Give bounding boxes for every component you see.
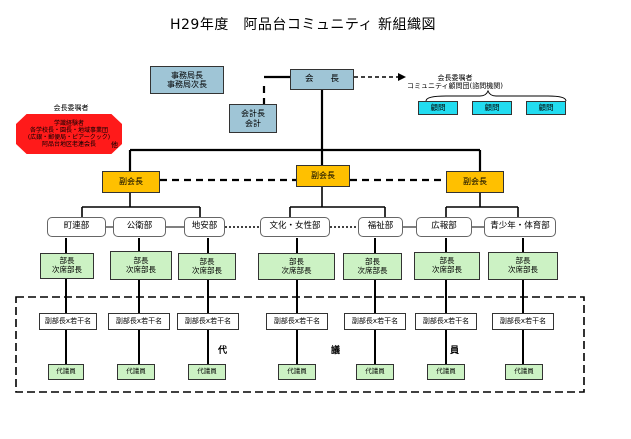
page-title: H29年度 阿品台コミュニティ 新組織図 <box>170 17 436 33</box>
delegate-box-7: 代議員 <box>505 364 543 380</box>
advisor-box-3: 顧問 <box>526 101 566 115</box>
delegate-box-5: 代議員 <box>356 364 394 380</box>
dept-head-label: 部長 <box>133 255 149 265</box>
delegate-box-1: 代議員 <box>48 364 84 380</box>
vice-dept-label: 副部長x若干名 <box>184 317 232 326</box>
delegate-box-2: 代議員 <box>117 364 155 380</box>
dept-head-box-2: 部長次席部長 <box>110 251 172 280</box>
dept-head-box-4: 部長次席部長 <box>258 253 335 280</box>
vice-dept-box-3: 副部長x若干名 <box>177 313 239 330</box>
dept-head-label: 部長 <box>289 256 304 266</box>
appointees-header: 会長委嘱者 <box>53 104 89 112</box>
dept-label: 公衛部 <box>126 221 153 232</box>
dept-label: 地安部 <box>191 221 218 232</box>
delegate-label: 代議員 <box>365 367 385 376</box>
vice-president-box-2: 副会長 <box>296 165 350 187</box>
delegate-box-6: 代議員 <box>427 364 465 380</box>
advisor-label: 顧問 <box>538 102 554 112</box>
advisory-header-line1: 会長委嘱者 <box>437 74 473 82</box>
delegate-box-4: 代議員 <box>278 364 316 380</box>
dept-vice-head-label: 次席部長 <box>192 265 222 275</box>
delegate-label: 代議員 <box>197 367 217 376</box>
dept-vice-head-label: 次席部長 <box>432 265 462 274</box>
advisory-header: 会長委嘱者 コミュニティ顧問団(諮問機関) <box>405 74 505 91</box>
advisor-box-2: 顧問 <box>472 101 512 115</box>
dept-choren: 町連部 <box>47 217 106 237</box>
appointees-line4: 阿品台地区老連会長 <box>41 141 96 149</box>
council-char-2: 議 <box>331 346 341 356</box>
delegate-label: 代議員 <box>514 367 534 376</box>
dept-chian: 地安部 <box>184 217 225 237</box>
dept-vice-head-label: 次席部長 <box>126 264 156 274</box>
vice-president-label: 副会長 <box>463 177 487 187</box>
appointees-line2: 各学校長・園長・地域事業団 <box>29 126 108 134</box>
appointees-line3: (広銀・郵便局・ピアークック) <box>27 134 111 141</box>
advisor-box-1: 顧問 <box>418 101 458 115</box>
dept-koei: 公衛部 <box>113 217 166 237</box>
dept-seishonen-taiiku: 青少年・体育部 <box>484 217 556 237</box>
vice-dept-label: 副部長x若干名 <box>422 317 470 326</box>
vice-dept-box-1: 副部長x若干名 <box>39 313 97 330</box>
dept-fukushi: 福祉部 <box>358 217 403 237</box>
appointees-line1: 学識経験者 <box>53 119 84 127</box>
dept-label: 福祉部 <box>367 221 394 232</box>
delegate-box-3: 代議員 <box>188 364 226 380</box>
vice-dept-box-4: 副部長x若干名 <box>266 313 328 330</box>
dept-head-box-1: 部長次席部長 <box>40 253 94 279</box>
vice-dept-box-2: 副部長x若干名 <box>108 313 170 330</box>
vice-president-label: 副会長 <box>311 171 335 181</box>
dept-vice-head-label: 次席部長 <box>357 265 388 275</box>
vice-president-label: 副会長 <box>119 177 143 187</box>
delegate-label: 代議員 <box>126 367 146 376</box>
dept-head-label: 部長 <box>439 256 455 266</box>
dept-head-label: 部長 <box>199 256 215 266</box>
dept-vice-head-label: 次席部長 <box>281 265 312 275</box>
dept-vice-head-label: 次席部長 <box>508 265 538 274</box>
dept-label: 青少年・体育部 <box>490 221 550 232</box>
council-char-3: 員 <box>450 346 460 356</box>
dept-head-box-3: 部長次席部長 <box>178 253 236 280</box>
advisor-label: 顧問 <box>430 102 446 112</box>
vice-president-box-1: 副会長 <box>102 171 160 193</box>
president-label: 会 長 <box>304 73 339 84</box>
delegate-label: 代議員 <box>287 367 307 376</box>
dept-label: 文化・女性部 <box>269 221 321 232</box>
dept-bunka-josei: 文化・女性部 <box>260 217 330 237</box>
vice-dept-label: 副部長x若干名 <box>273 317 321 326</box>
delegate-label: 代議員 <box>436 367 456 376</box>
dept-head-box-7: 部長次席部長 <box>488 252 558 280</box>
dept-head-box-5: 部長次席部長 <box>343 253 402 280</box>
office-vice-label: 事務局次長 <box>167 80 207 89</box>
dept-head-label: 部長 <box>515 256 531 266</box>
advisory-header-line2: コミュニティ顧問団(諮問機関) <box>406 82 504 91</box>
vice-dept-label: 副部長x若干名 <box>44 317 92 326</box>
delegate-label: 代議員 <box>56 367 76 376</box>
president-box: 会 長 <box>290 69 354 90</box>
office-chief-label: 事務局長 <box>171 70 203 80</box>
accountant-label: 会計 <box>245 118 261 128</box>
council-char-1: 代 <box>218 346 228 356</box>
appointees-octagon: 学識経験者 各学校長・園長・地域事業団 (広銀・郵便局・ピアークック) 阿品台地… <box>16 114 122 154</box>
dept-koho: 広報部 <box>416 217 472 237</box>
advisor-label: 顧問 <box>484 102 500 112</box>
dept-head-label: 部長 <box>59 256 75 266</box>
vice-president-box-3: 副会長 <box>446 171 504 193</box>
vice-dept-label: 副部長x若干名 <box>115 317 163 326</box>
vice-dept-label: 副部長x若干名 <box>499 317 547 326</box>
accountant-box: 会計長 会計 <box>229 104 277 133</box>
office-chief-box: 事務局長 事務局次長 <box>150 66 224 94</box>
appointees-suffix: 他 <box>111 141 118 149</box>
dept-vice-head-label: 次席部長 <box>52 265 82 274</box>
dept-label: 町連部 <box>63 221 90 232</box>
vice-dept-box-6: 副部長x若干名 <box>415 313 477 330</box>
dept-label: 広報部 <box>431 221 457 232</box>
accountant-head-label: 会計長 <box>241 109 265 119</box>
vice-dept-box-7: 副部長x若干名 <box>492 313 554 330</box>
dept-head-box-6: 部長次席部長 <box>414 252 480 280</box>
dept-head-label: 部長 <box>365 256 380 266</box>
vice-dept-box-5: 副部長x若干名 <box>344 313 406 330</box>
vice-dept-label: 副部長x若干名 <box>351 317 399 326</box>
